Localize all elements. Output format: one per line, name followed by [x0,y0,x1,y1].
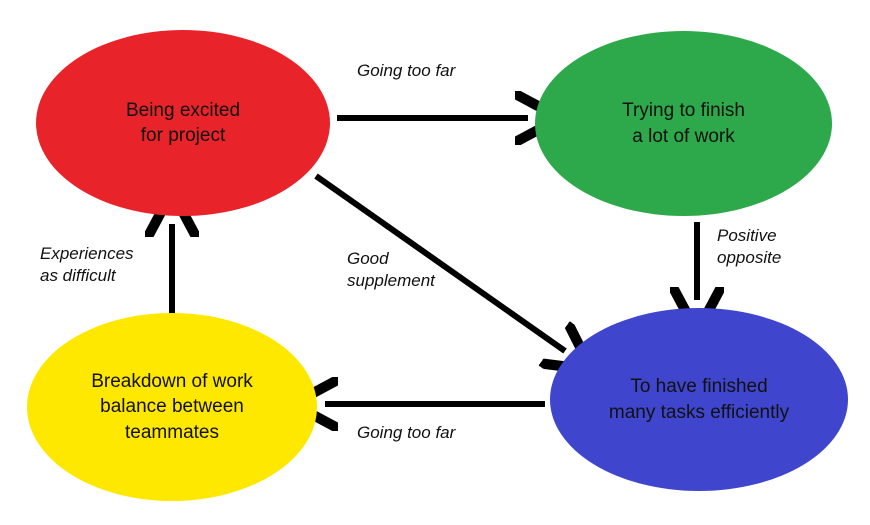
edge-label-excited-to-finishing: Going too far [357,61,456,80]
node-to-have-finished-many-tasks-efficiently[interactable]: To have finished many tasks efficiently [550,308,848,491]
edge-label-breakdown-to-excited: Experiences as difficult [40,244,134,285]
edge-label-efficient-to-breakdown: Going too far [357,423,456,442]
edge-excited-to-efficient [314,173,565,351]
node-breakdown-of-work-balance[interactable]: Breakdown of work balance between teamma… [27,313,317,501]
node-trying-to-finish-a-lot-of-work[interactable]: Trying to finish a lot of work [535,31,832,216]
node-being-excited-for-project[interactable]: Being excited for project [36,30,330,216]
edge-label-finishing-to-efficient: Positive opposite [717,226,782,267]
edge-label-excited-to-efficient: Good supplement [347,249,435,290]
node-label: Trying to finish a lot of work [622,100,745,147]
node-label: Breakdown of work balance between teamma… [91,371,253,443]
node-label: Being excited for project [125,99,241,146]
node-label: To have finished many tasks efficiently [608,376,790,423]
